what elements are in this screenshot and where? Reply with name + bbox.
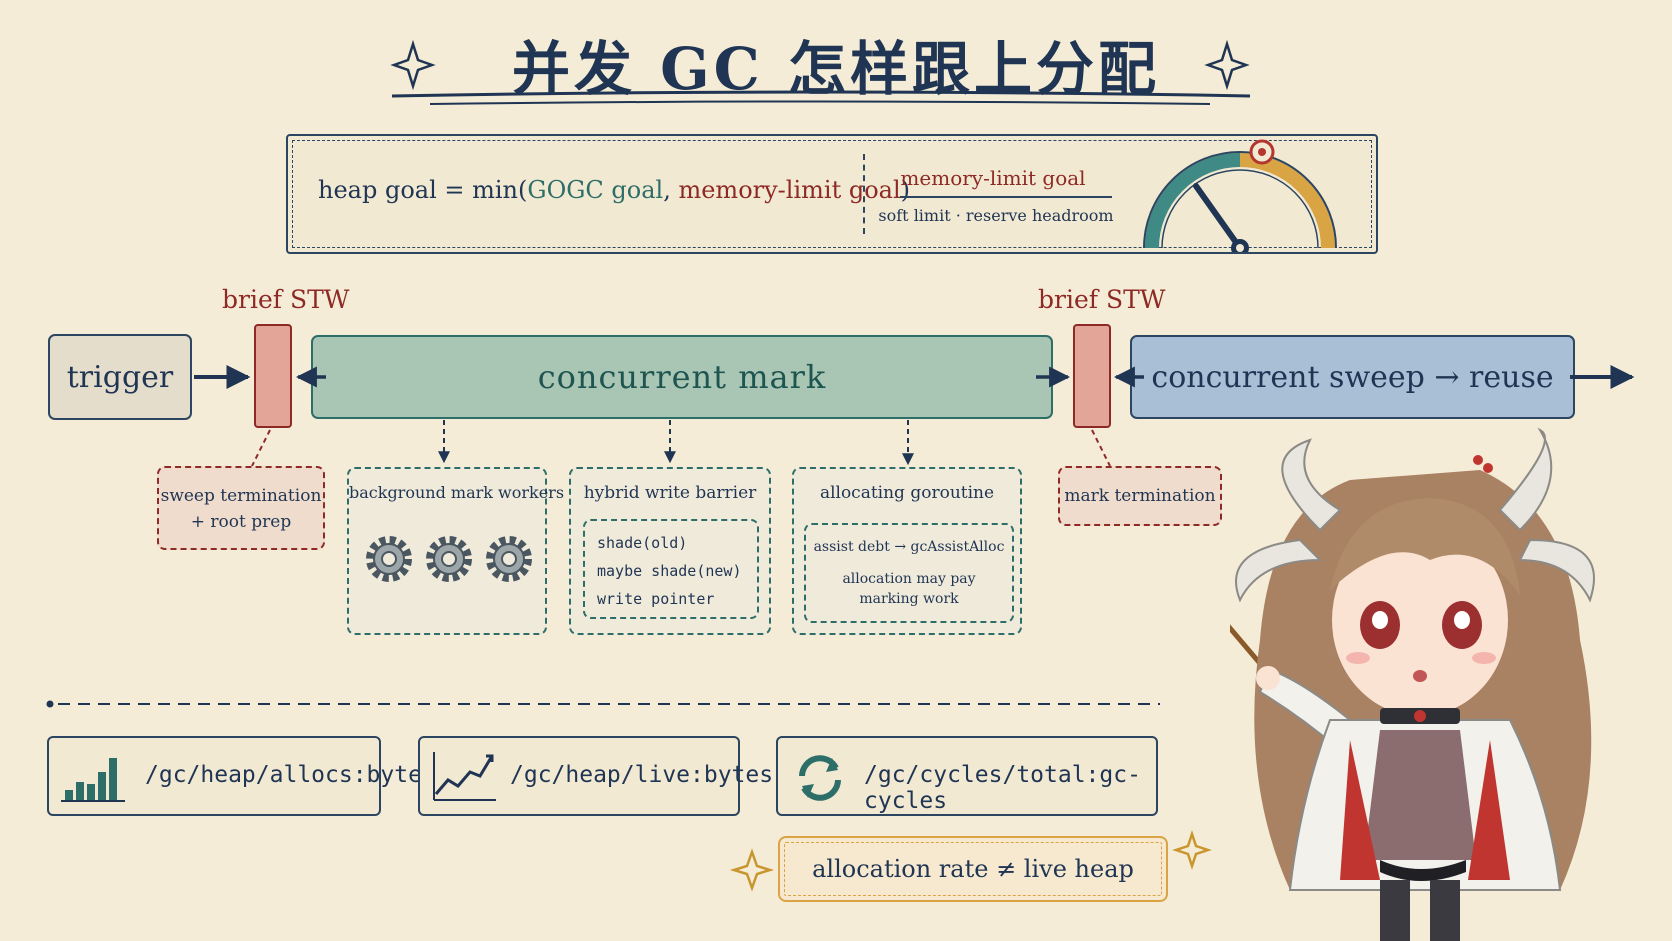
alloc-line-2: allocation may pay (842, 571, 976, 587)
concurrent-mark-box: concurrent mark (311, 335, 1053, 419)
mascot-illustration (1230, 427, 1595, 941)
sweep-term-line-2: + root prep (190, 512, 292, 532)
metric-allocs-label: /gc/heap/allocs:bytes (145, 762, 436, 788)
gear-icon (486, 536, 532, 582)
sparkle-icon (1172, 830, 1212, 870)
stw-left-bar (254, 324, 292, 428)
formula-comma: , (663, 176, 679, 204)
metric-live: /gc/heap/live:bytes (418, 736, 773, 816)
sparkle-icon (729, 848, 775, 892)
concurrent-sweep-box: concurrent sweep → reuse (1130, 335, 1575, 419)
mark-workers-title: background mark workers (349, 483, 565, 502)
memlimit-subtitle: soft limit · reserve headroom (878, 206, 1114, 225)
mark-workers-card: background mark workers (347, 467, 565, 635)
allocating-goroutine-card: allocating goroutine assist debt → gcAss… (792, 467, 1022, 635)
barrier-line-2: maybe shade(new) (597, 562, 742, 580)
hair-bead-icon (1473, 455, 1483, 465)
horn-left (1281, 438, 1342, 532)
allocation-callout: allocation rate ≠ live heap (778, 836, 1168, 902)
formula-suffix: ) (900, 176, 911, 204)
stw-right-label: brief STW (1038, 285, 1166, 314)
sweep-termination-note: sweep termination + root prep (157, 466, 325, 550)
metric-cycles: /gc/cycles/total:gc-cycles (776, 736, 1158, 816)
sweep-term-line-1: sweep termination (160, 486, 322, 506)
metric-allocs: /gc/heap/allocs:bytes (47, 736, 436, 816)
title-underline-2 (429, 100, 1211, 105)
gauge-icon (1143, 139, 1337, 252)
formula-divider (863, 154, 865, 234)
alloc-detail: assist debt → gcAssistAlloc allocation m… (804, 523, 1014, 623)
write-barrier-card: hybrid write barrier shade(old) maybe sh… (569, 467, 771, 635)
sparkle-icon (1204, 39, 1250, 91)
trigger-box: trigger (48, 334, 192, 420)
barrier-line-3: write pointer (597, 590, 715, 608)
barrier-line-1: shade(old) (597, 534, 688, 552)
heap-goal-box: heap goal = min(GOGC goal, memory-limit … (286, 134, 1378, 254)
metric-live-label: /gc/heap/live:bytes (510, 762, 774, 788)
horn-right (1498, 427, 1553, 532)
write-barrier-code: shade(old) maybe shade(new) write pointe… (583, 519, 759, 619)
formula-gogc: GOGC goal (527, 176, 664, 204)
memlimit-title: memory-limit goal (900, 166, 1086, 190)
metric-cycles-label: /gc/cycles/total:gc-cycles (864, 762, 1141, 814)
alloc-line-3: marking work (859, 591, 959, 607)
line-chart-icon (433, 752, 496, 801)
gear-icon (426, 536, 472, 582)
alloc-line-1: assist debt → gcAssistAlloc (813, 539, 1005, 555)
stw-left-label: brief STW (222, 285, 350, 314)
title-underline (391, 90, 1251, 98)
mark-termination-note: mark termination (1058, 466, 1222, 526)
memlimit-rule (900, 196, 1112, 198)
sparkle-icon (390, 39, 436, 91)
formula-prefix: heap goal = min( (318, 176, 528, 204)
gear-icon (366, 536, 412, 582)
pointer-stick (1230, 624, 1277, 683)
gear-icons (366, 536, 532, 582)
bar-chart-icon (61, 758, 125, 802)
alloc-title: allocating goroutine (819, 483, 995, 503)
write-barrier-title: hybrid write barrier (583, 483, 757, 503)
stw-right-bar (1073, 324, 1111, 428)
mouth (1413, 670, 1427, 682)
cycle-icon (799, 755, 841, 801)
